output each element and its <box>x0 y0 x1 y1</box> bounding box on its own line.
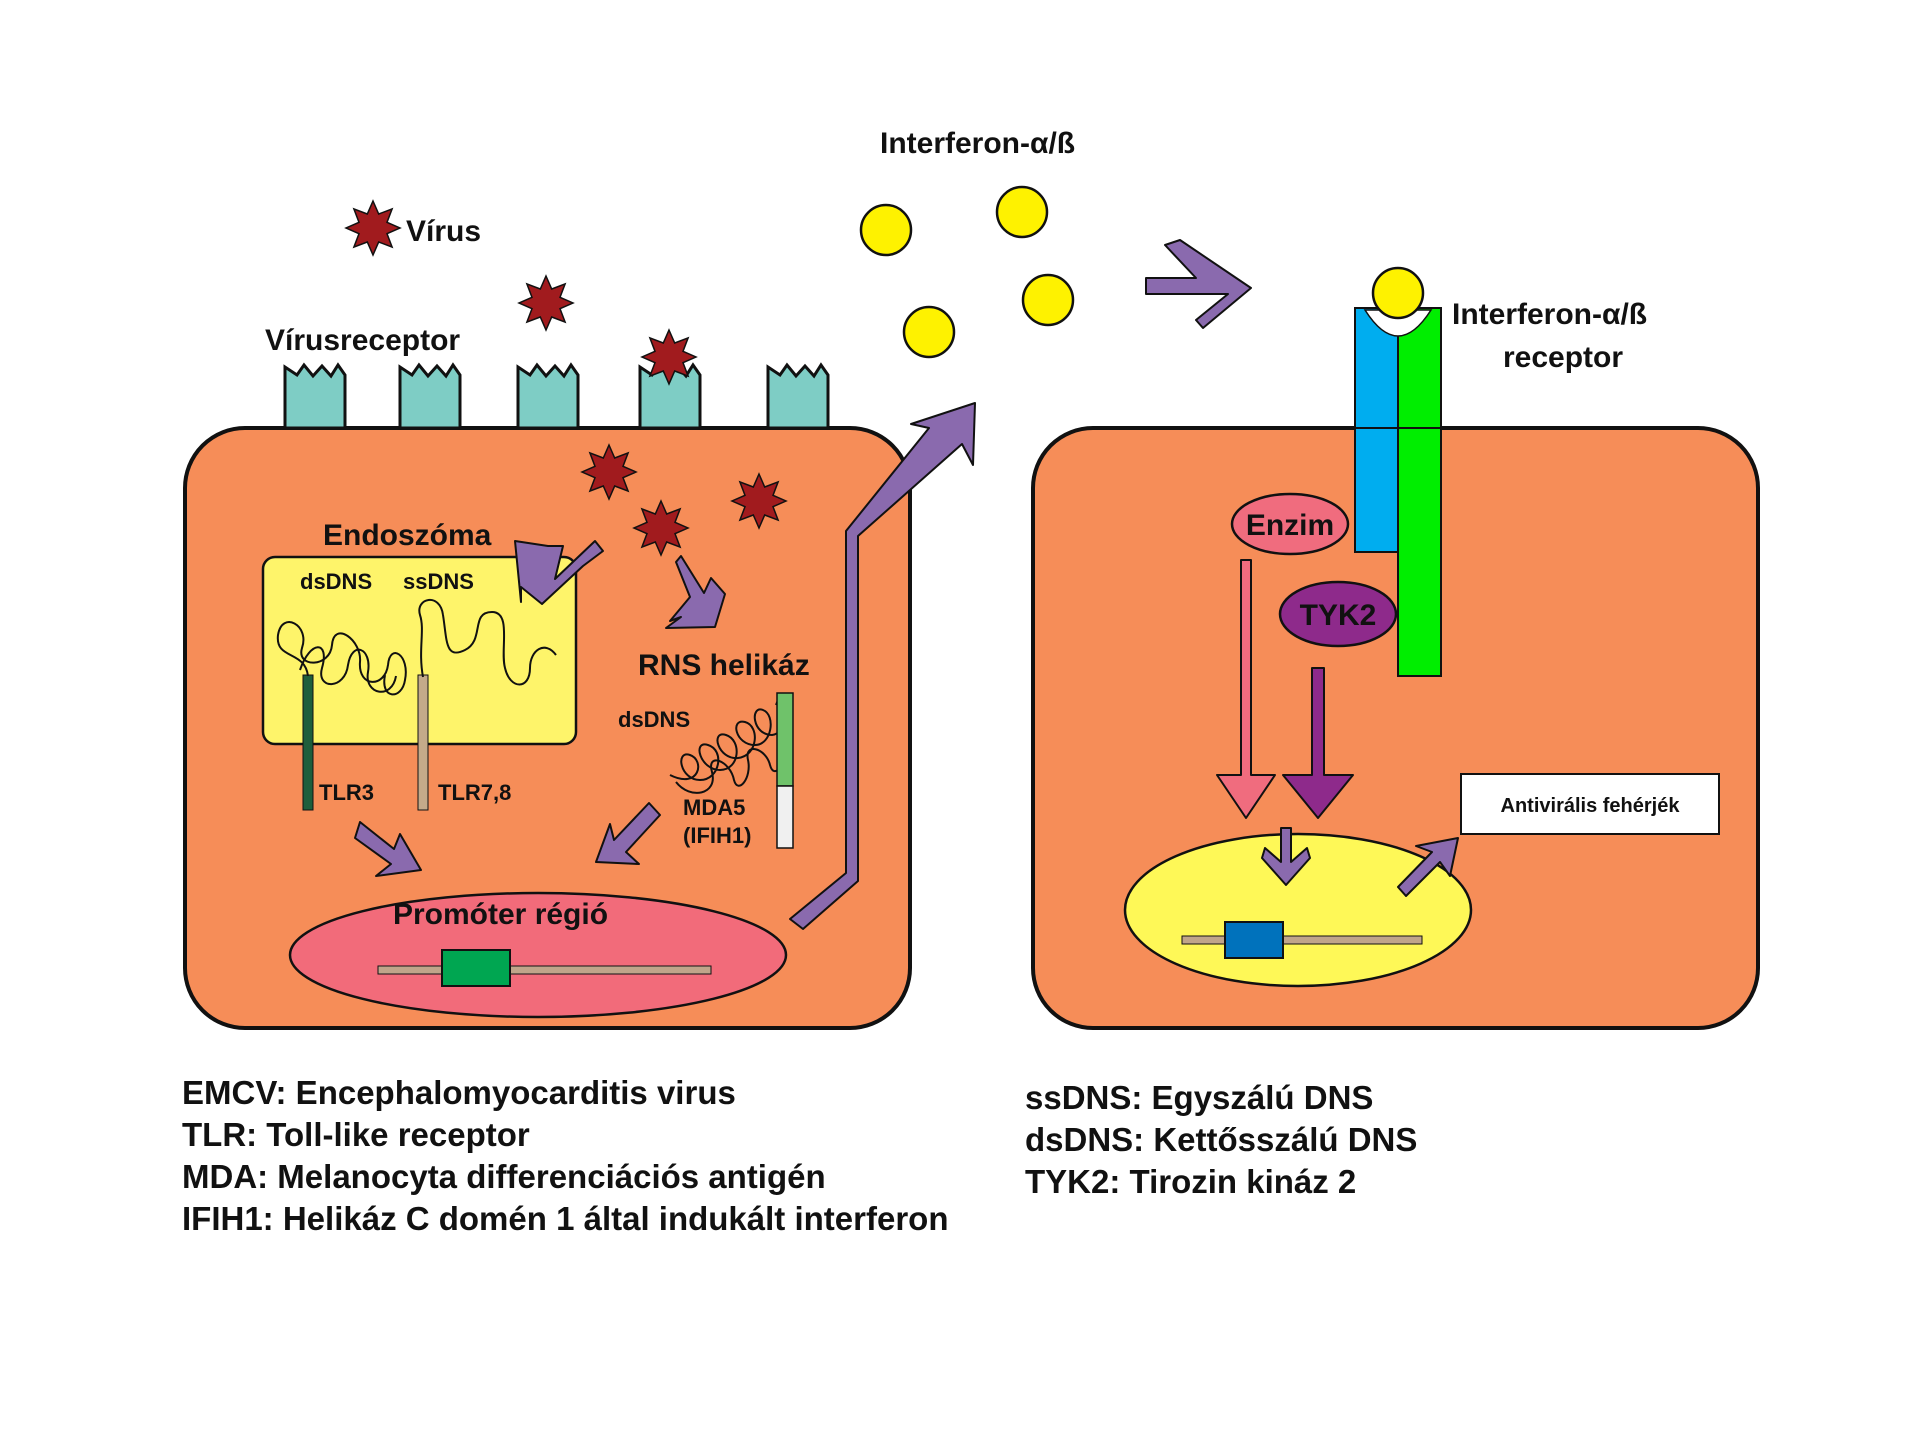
virus-icon-4 <box>731 473 787 529</box>
virus-icon-1 <box>518 275 574 331</box>
legend-left-item: IFIH1: Helikáz C domén 1 által indukált … <box>182 1200 949 1237</box>
legend-left: EMCV: Encephalomyocarditis virus TLR: To… <box>182 1072 948 1240</box>
tyk2-oval <box>1278 580 1398 648</box>
arrow-helicase-to-promoter <box>595 802 661 865</box>
virus-label: Vírus <box>406 215 481 248</box>
promoter-label: Promóter régió <box>393 898 608 931</box>
tlr78-label: TLR7,8 <box>438 780 511 805</box>
arrow-into-nucleus <box>1261 827 1311 886</box>
antiviral-proteins-box <box>1460 773 1720 835</box>
interferon-label: Interferon-α/ß <box>880 127 1075 160</box>
legend-right-item: dsDNS: Kettősszálú DNS <box>1025 1121 1418 1158</box>
virus-receptor-label: Vírusreceptor <box>265 324 460 357</box>
endosome-label: Endoszóma <box>323 519 492 552</box>
virus-icon-2 <box>641 329 697 385</box>
ifn-receptor-binding-pocket <box>1363 309 1433 337</box>
tlr78-stalk <box>417 674 429 811</box>
arrow-to-antiviral <box>1397 837 1459 897</box>
tyk2-label: TYK2 <box>1300 599 1377 632</box>
left-arrows <box>354 402 976 930</box>
ifn-receptor-label-line1: Interferon-α/ß <box>1452 298 1647 331</box>
interferon-molecule-1 <box>859 203 913 257</box>
interferon-molecule-4 <box>902 305 956 359</box>
arrow-tlr-to-promoter <box>354 821 422 877</box>
enzyme-label: Enzim <box>1246 509 1334 542</box>
helicase-dsdna-label: dsDNS <box>618 707 690 732</box>
virus-receptor-3 <box>516 362 580 430</box>
endosome-ssdna-label: ssDNS <box>403 569 474 594</box>
endosome-dsdna-coil <box>276 621 407 696</box>
right-dna-strand <box>1181 935 1423 945</box>
arrow-to-helicase <box>665 555 726 629</box>
ifn-receptor-blue-bottom <box>1354 427 1399 553</box>
ifn-receptor-label-line2: receptor <box>1503 341 1623 374</box>
virus-icon-5 <box>633 500 689 556</box>
endosome-ssdna-coil <box>418 598 557 686</box>
antiviral-proteins-label: Antivirális fehérjék <box>1501 795 1681 817</box>
promoter-gene-box <box>441 949 511 987</box>
arrow-ifn-secretion <box>789 402 976 930</box>
virus-icon-3 <box>581 444 637 500</box>
legend-right-item: ssDNS: Egyszálú DNS <box>1025 1079 1374 1116</box>
arrow-to-endosome <box>514 540 604 605</box>
legend-left-item: MDA: Melanocyta differenciációs antigén <box>182 1158 826 1195</box>
promoter-dna-strand <box>377 965 712 975</box>
legend-right-item: TYK2: Tirozin kináz 2 <box>1025 1163 1357 1200</box>
interferon-molecule-2 <box>995 185 1049 239</box>
endosome-dsdna-label: dsDNS <box>300 569 372 594</box>
virus-receptor-2 <box>398 362 462 430</box>
arrow-interferon-to-receptor <box>1145 239 1252 329</box>
enzyme-oval <box>1230 492 1350 556</box>
right-gene-box <box>1224 921 1284 959</box>
rna-helicase-label: RNS helikáz <box>638 649 810 682</box>
mda5-bar-green <box>776 692 794 787</box>
mda5-bar-white <box>776 785 794 849</box>
virus-receptor-1 <box>283 362 347 430</box>
bound-interferon-molecule <box>1371 266 1425 320</box>
arrow-enzyme-signal <box>1216 559 1276 819</box>
ifih1-label: (IFIH1) <box>683 823 751 848</box>
virus-receptors <box>283 362 830 430</box>
legend-left-item: EMCV: Encephalomyocarditis virus <box>182 1074 736 1111</box>
tlr3-label: TLR3 <box>319 780 374 805</box>
legend-right: ssDNS: Egyszálú DNS dsDNS: Kettősszálú D… <box>1025 1077 1417 1203</box>
right-nucleus <box>1123 832 1473 988</box>
endosome-dsdna-coil-2 <box>299 646 397 693</box>
legend-left-item: TLR: Toll-like receptor <box>182 1116 530 1153</box>
mda5-label: MDA5 <box>683 795 745 820</box>
helicase-dsdna-coil <box>669 698 787 782</box>
ifn-receptor-green-bottom <box>1397 427 1442 677</box>
promoter-nucleus <box>288 891 788 1019</box>
virus-icon-legend <box>345 200 401 256</box>
arrow-tyk2-signal <box>1282 667 1354 819</box>
virus-receptor-5 <box>766 362 830 430</box>
interferon-molecules <box>859 185 1075 359</box>
tlr3-stalk <box>302 674 314 811</box>
interferon-molecule-3 <box>1021 273 1075 327</box>
